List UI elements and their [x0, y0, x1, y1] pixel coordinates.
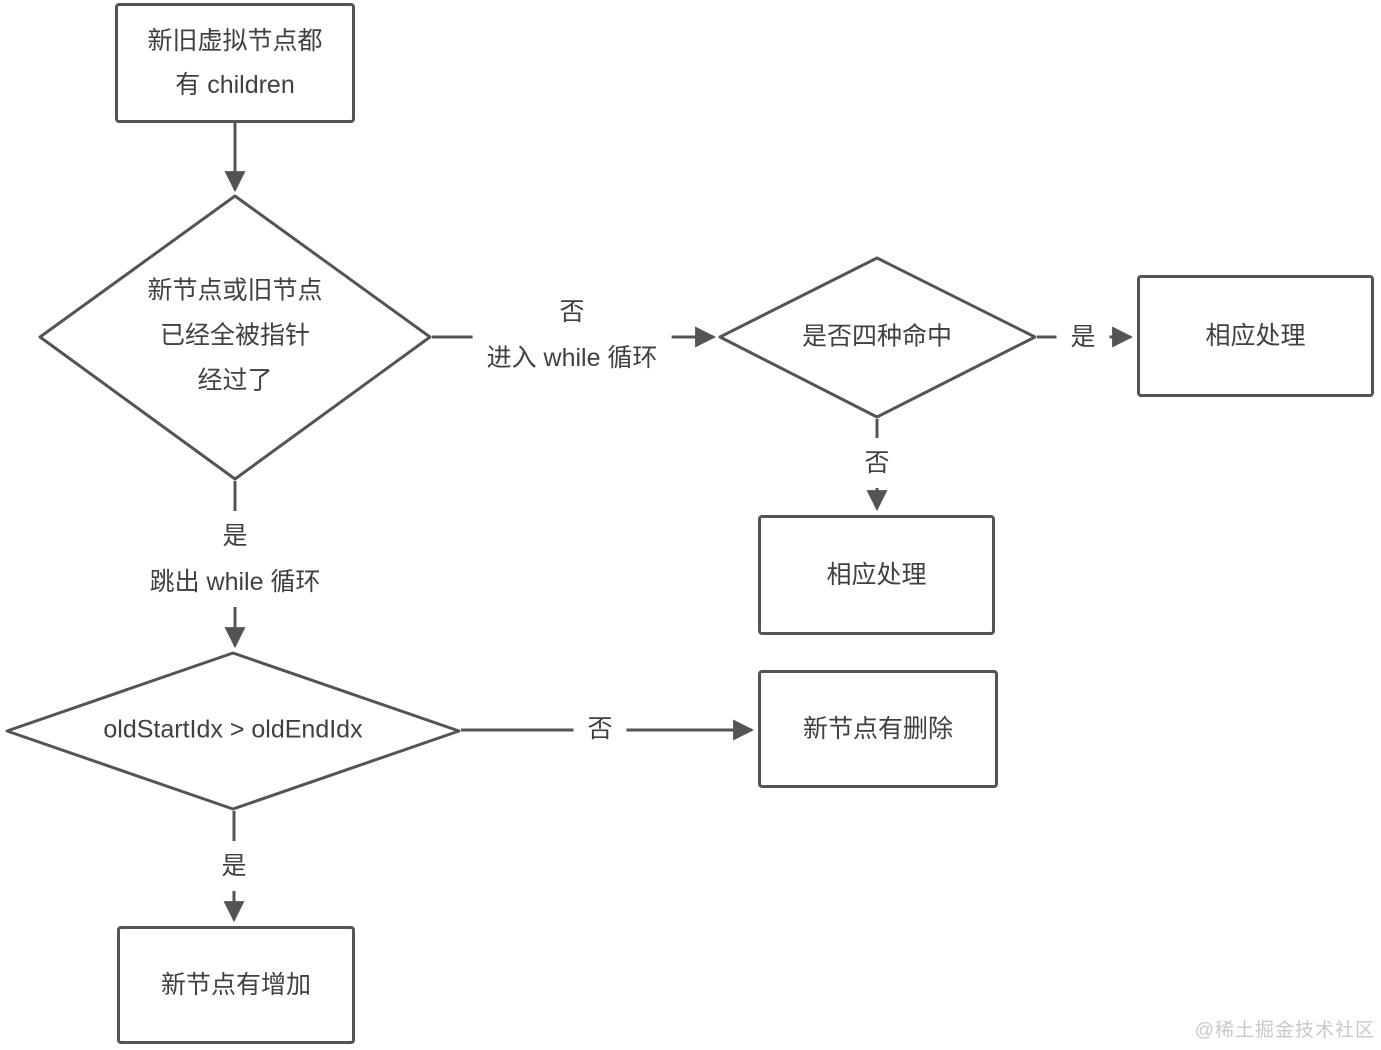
node-process-right-label: 相应处理 [1205, 322, 1306, 350]
edge-label-no-hit: 否 [850, 438, 904, 488]
decision-idx-label: oldStartIdx > oldEndIdx [103, 715, 363, 744]
node-process-below-label: 相应处理 [826, 561, 927, 589]
node-process-add-label: 新节点有增加 [160, 971, 311, 999]
node-process-add: 新节点有增加 [117, 926, 355, 1044]
edge-label-no-enter-while-line1: 否 [559, 298, 585, 326]
node-start-line2: 有 children [175, 71, 295, 99]
decision-pointers-line2: 已经全被指针 [159, 321, 311, 350]
node-process-right: 相应处理 [1137, 275, 1374, 397]
node-start: 新旧虚拟节点都 有 children [115, 3, 355, 123]
node-process-delete-label: 新节点有删除 [802, 715, 953, 743]
decision-idx-shape [5, 651, 461, 811]
juejin-watermark: @稀土掘金技术社区 [1194, 1020, 1375, 1041]
edge-label-yes-exit-while-line2: 跳出 while 循环 [149, 568, 321, 596]
decision-four-hits-label: 是否四种命中 [801, 322, 953, 351]
node-process-below: 相应处理 [758, 515, 995, 635]
decision-pointers-line1: 新节点或旧节点 [147, 276, 323, 305]
decision-pointers-line3: 经过了 [197, 366, 273, 395]
node-start-line1: 新旧虚拟节点都 [147, 27, 323, 55]
edge-label-yes-hit: 是 [1056, 312, 1110, 362]
edge-label-yes-exit-while: 是 跳出 while 循环 [135, 511, 335, 607]
edge-label-no-idx: 否 [573, 704, 627, 754]
edge-label-yes-idx: 是 [207, 841, 261, 891]
decision-four-hits-shape [718, 256, 1037, 419]
edge-label-no-enter-while-line2: 进入 while 循环 [486, 344, 658, 372]
decision-pointers-label: 新节点或旧节点 已经全被指针 经过了 [147, 269, 322, 404]
decision-pointers-shape [38, 194, 432, 481]
edge-label-yes-exit-while-line1: 是 [222, 522, 248, 550]
node-process-delete: 新节点有删除 [758, 670, 998, 788]
edge-label-no-enter-while: 否 进入 while 循环 [472, 287, 672, 383]
